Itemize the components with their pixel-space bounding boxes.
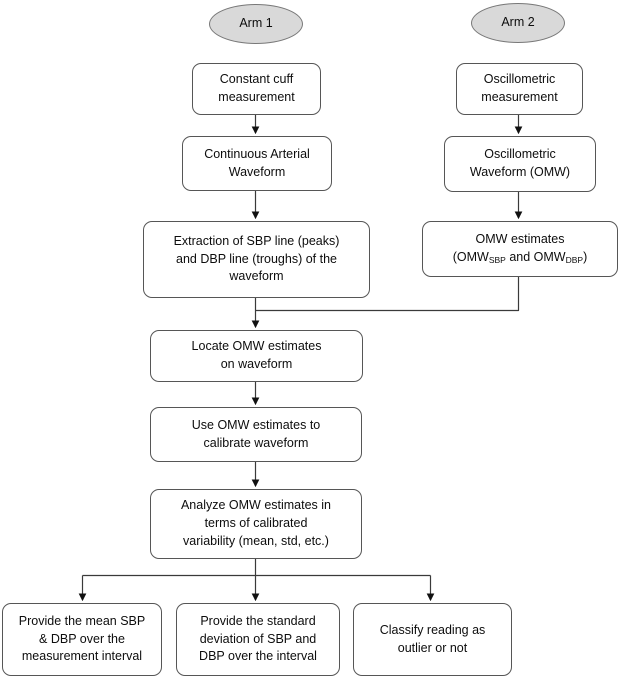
node-omw-estimates: OMW estimates (OMWSBP and OMWDBP) [422, 221, 618, 277]
omw-estimates-line2-text: (OMW [452, 250, 489, 264]
omw-estimates-line2-text: and OMW [505, 250, 566, 264]
node-arm1: Arm 1 [209, 4, 303, 44]
omw-estimates-dbp-subscript: DBP [565, 255, 584, 265]
omw-estimates-line1: OMW estimates [475, 232, 565, 247]
arm2-label: Arm 2 [501, 15, 535, 30]
extraction-label: Extraction of SBP line (peaks)and DBP li… [173, 233, 340, 284]
arm1-label: Arm 1 [239, 16, 273, 31]
connector-fanout-rail [82, 559, 431, 577]
node-arm2: Arm 2 [471, 3, 565, 43]
omw-estimates-line2: (OMWSBP and OMWDBP) [453, 250, 588, 264]
omw-estimates-sbp-subscript: SBP [488, 255, 506, 265]
node-extraction-sbp-dbp: Extraction of SBP line (peaks)and DBP li… [143, 221, 370, 298]
omw-estimates-line2-text: ) [583, 250, 588, 264]
omw-estimates-label: OMW estimates (OMWSBP and OMWDBP) [450, 230, 591, 268]
